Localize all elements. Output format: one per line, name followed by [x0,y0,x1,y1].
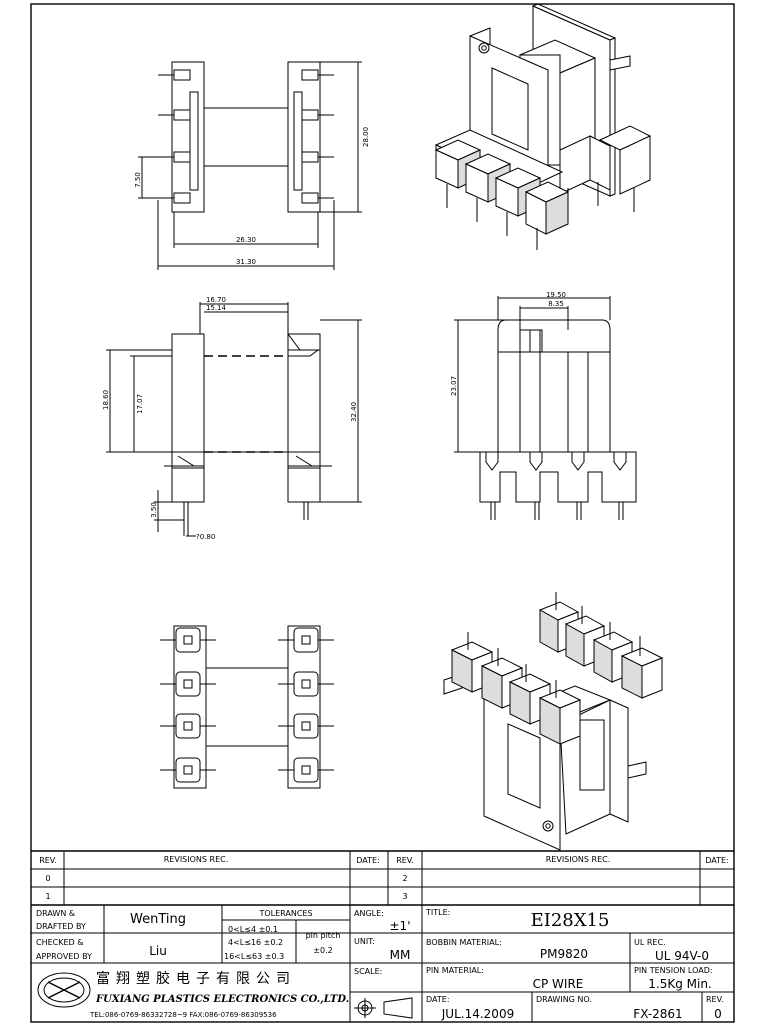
drawing-no-value: FX-2861 [633,1007,682,1021]
tolerance-2: 4<L≤16 ±0.2 [228,938,283,947]
rev-row-0: 0 [45,874,50,883]
rev-value: 0 [714,1007,722,1021]
tolerances-label: TOLERANCES [258,909,312,918]
dim-23-07: 23.07 [450,376,458,396]
rev-label: REV. [706,995,724,1004]
side-view: 19.50 8.35 23.07 [450,291,637,520]
company-contact: TEL:086-0769-86332728~9 FAX:086-0769-863… [89,1011,277,1019]
bobbin-material-value: PM9820 [540,947,588,961]
angle-value: ±1' [390,919,411,933]
pin-material-value: CP WIRE [533,977,584,991]
rev-row-1: 1 [45,892,50,901]
dim-8-35: 8.35 [548,300,564,308]
checked-label-1: CHECKED & [36,938,83,947]
dim-28: 28.00 [362,127,370,147]
drawn-label-2: DRAFTED BY [36,922,86,931]
dim-7-50: 7.50 [134,172,142,188]
angle-label: ANGLE: [354,909,384,918]
rev-row-3: 3 [402,892,407,901]
title-value: EI28X15 [531,910,610,931]
company-chinese-name: 富翔塑胶电子有限公司 [96,970,296,987]
unit-label: UNIT: [354,937,375,946]
dim-15-14: 15.14 [206,304,227,312]
dim-32-40: 32.40 [350,402,358,422]
top-view: 28.00 7.50 26.30 31.30 [134,61,370,270]
revisions-header-right: REVISIONS REC. [546,855,611,864]
company-english-name: FUXIANG PLASTICS ELECTRONICS CO.,LTD. [95,994,349,1005]
drawing-border [30,3,735,1023]
bottom-view [160,625,334,789]
drawn-label-1: DRAWN & [36,909,75,918]
ul-label: UL REC. [634,938,666,947]
unit-value: MM [390,948,411,962]
drawn-by-value: WenTing [130,912,186,927]
dim-26-30: 26.30 [236,236,256,244]
pin-tension-label: PIN TENSION LOAD: [634,966,713,975]
date-label: DATE: [426,995,450,1004]
pin-tension-value: 1.5Kg Min. [648,977,712,991]
date-header-left: DATE: [356,856,380,865]
checked-label-2: APPROVED BY [36,952,92,961]
dim-pin-dia: ?0.80 [196,533,215,541]
projection-symbol-icon [354,997,413,1019]
dim-3-50: 3.50 [150,502,158,518]
title-label: TITLE: [425,908,450,917]
company-logo-icon [37,972,91,1008]
pin-pitch-label: pin pitch [306,931,341,940]
bobbin-material-label: BOBBIN MATERIAL: [426,938,502,947]
dim-31-30: 31.30 [236,258,256,266]
isometric-view-bottom [443,592,664,851]
revisions-header-left: REVISIONS REC. [164,855,229,864]
tolerance-1: 0<L≤4 ±0.1 [228,925,278,934]
tolerance-3: 16<L≤63 ±0.3 [224,952,284,961]
rev-header-left: REV. [39,856,57,865]
approved-by-value: Liu [149,944,167,958]
drawing-no-label: DRAWING NO. [536,995,592,1004]
rev-row-2: 2 [402,874,407,883]
dim-18-60: 18.60 [102,390,110,410]
dim-17-07: 17.07 [136,394,144,414]
dim-16-70: 16.70 [206,296,226,304]
date-value: JUL.14.2009 [441,1007,514,1021]
rev-header-right: REV. [396,856,414,865]
dim-19-50: 19.50 [546,291,566,299]
title-block: DRAWN & DRAFTED BY WenTing CHECKED & APP… [31,905,734,1022]
isometric-view-top [434,3,652,250]
pin-pitch-value: ±0.2 [313,946,332,955]
ul-value: UL 94V-0 [655,949,709,963]
front-view: 16.70 15.14 18.60 17.07 32.40 3.50 ?0.80 [102,296,362,541]
revision-table: REV. REVISIONS REC. DATE: REV. REVISIONS… [31,850,734,906]
pin-material-label: PIN MATERIAL: [426,966,484,975]
scale-label: SCALE: [354,967,382,976]
date-header-right: DATE: [705,856,729,865]
